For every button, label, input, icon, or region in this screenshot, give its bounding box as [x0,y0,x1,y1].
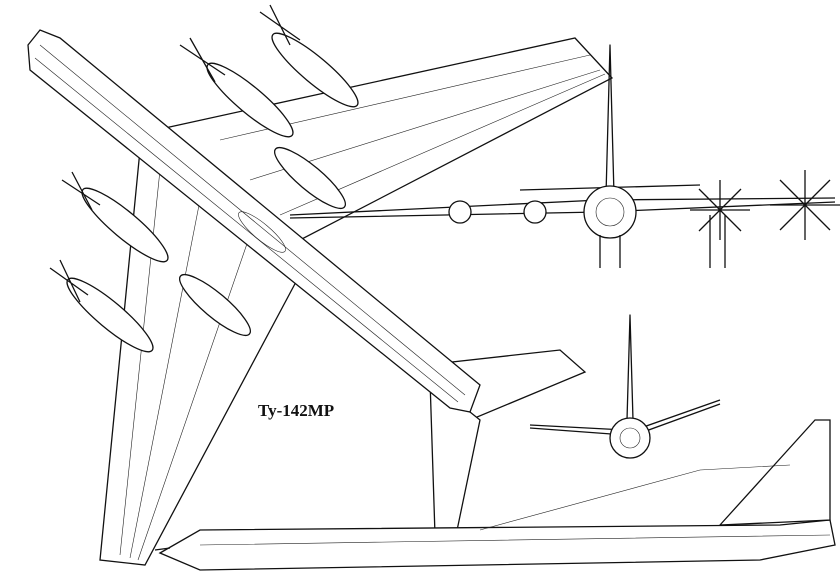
front-view-fin [605,44,615,196]
front-view-propellers [690,170,840,240]
side-view-fin [718,419,831,526]
front-view-fuselage [583,185,637,239]
rear-view [529,314,721,459]
top-view-engines [66,32,359,353]
front-view [289,44,840,268]
top-view [27,4,614,566]
aircraft-designation-label: Ty-142MP [258,401,335,420]
side-view-fuselage [158,519,836,571]
side-view [154,419,836,571]
top-view-propellers [49,4,301,303]
